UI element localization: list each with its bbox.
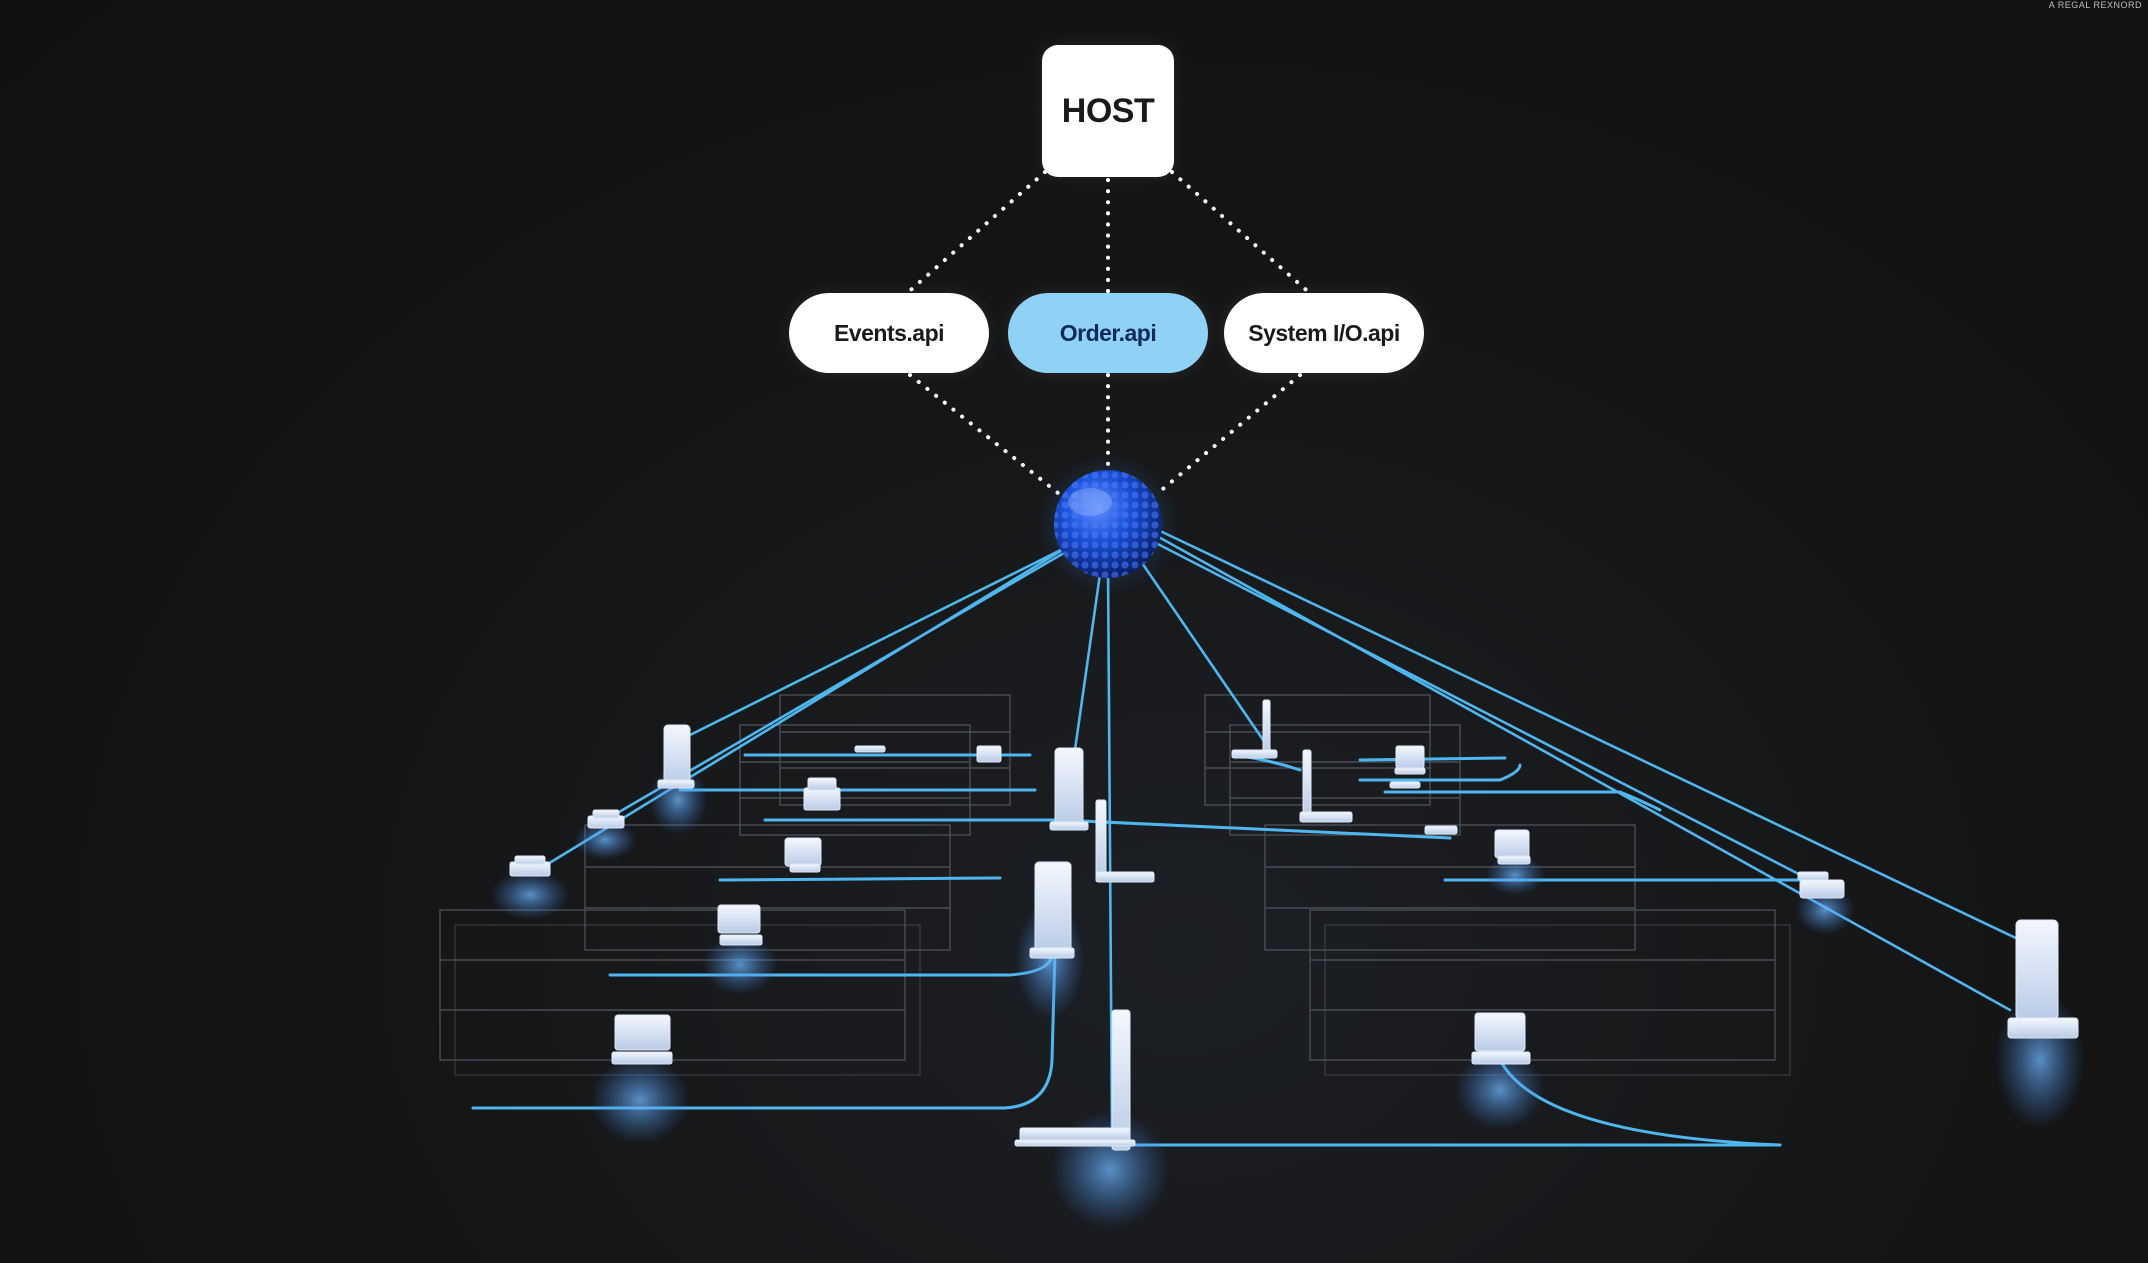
rack-left-middle — [584, 824, 951, 951]
forklift-robot-1 — [1095, 799, 1155, 883]
agv-robot-14 — [1797, 871, 1845, 899]
agv-robot-12 — [1494, 829, 1531, 865]
floor-path-3 — [718, 876, 1002, 882]
connector-host-events — [903, 170, 1047, 297]
floor-path-11 — [1383, 790, 1662, 812]
mobile-robot-tall-1 — [657, 724, 695, 789]
hub-link-8 — [1153, 533, 2012, 1012]
robots — [509, 699, 2079, 1151]
hub-link-2 — [536, 528, 1097, 872]
forklift-robot-2 — [1014, 1009, 1136, 1151]
forklift-robot-3 — [1231, 699, 1278, 759]
agv-robot-11 — [1424, 825, 1458, 835]
floor-path-2 — [608, 953, 1054, 977]
hub-link-5 — [1106, 563, 1114, 1137]
order-api-pill: Order.api — [1008, 293, 1208, 373]
connector-events-hub — [908, 373, 1060, 495]
agv-robot-7 — [976, 745, 1002, 763]
mobile-robot-tall-4 — [2007, 919, 2079, 1039]
rack-right-middle — [1264, 824, 1636, 951]
agv-robot-9 — [1394, 745, 1426, 775]
forklift-robot-4 — [1299, 749, 1353, 823]
mobile-robot-tall-3 — [1029, 861, 1075, 959]
hub-link-9 — [1156, 528, 2022, 942]
hub-link-7 — [1148, 538, 1822, 887]
hub-link-6 — [1138, 558, 1272, 752]
floor-path-1 — [471, 948, 1057, 1110]
network-sphere-icon — [1036, 452, 1180, 596]
agv-robot-1 — [509, 855, 551, 877]
system-io-api-pill: System I/O.api — [1224, 293, 1424, 373]
events-api-pill: Events.api — [789, 293, 989, 373]
agv-robot-5 — [717, 904, 763, 946]
floor-path-12 — [1358, 756, 1507, 762]
host-node: HOST — [1042, 45, 1174, 177]
agv-robot-2 — [587, 809, 625, 829]
hub-link-1 — [678, 526, 1107, 742]
agv-robot-13 — [1471, 1012, 1531, 1065]
brand-watermark: A REGAL REXNORD — [2048, 0, 2142, 10]
connector-system-hub — [1156, 373, 1302, 495]
agv-robot-8 — [854, 745, 886, 753]
rack-left-back — [739, 694, 1011, 836]
agv-robot-10 — [1389, 781, 1421, 789]
agv-robot-3 — [803, 777, 841, 811]
rack-left-front — [439, 909, 921, 1076]
rack-right-front — [1309, 909, 1791, 1076]
agv-robot-6 — [611, 1014, 673, 1065]
connector-host-system — [1170, 170, 1314, 297]
floor-path-10 — [1358, 763, 1522, 782]
agv-robot-4 — [784, 837, 822, 873]
mobile-robot-tall-2 — [1049, 747, 1089, 831]
